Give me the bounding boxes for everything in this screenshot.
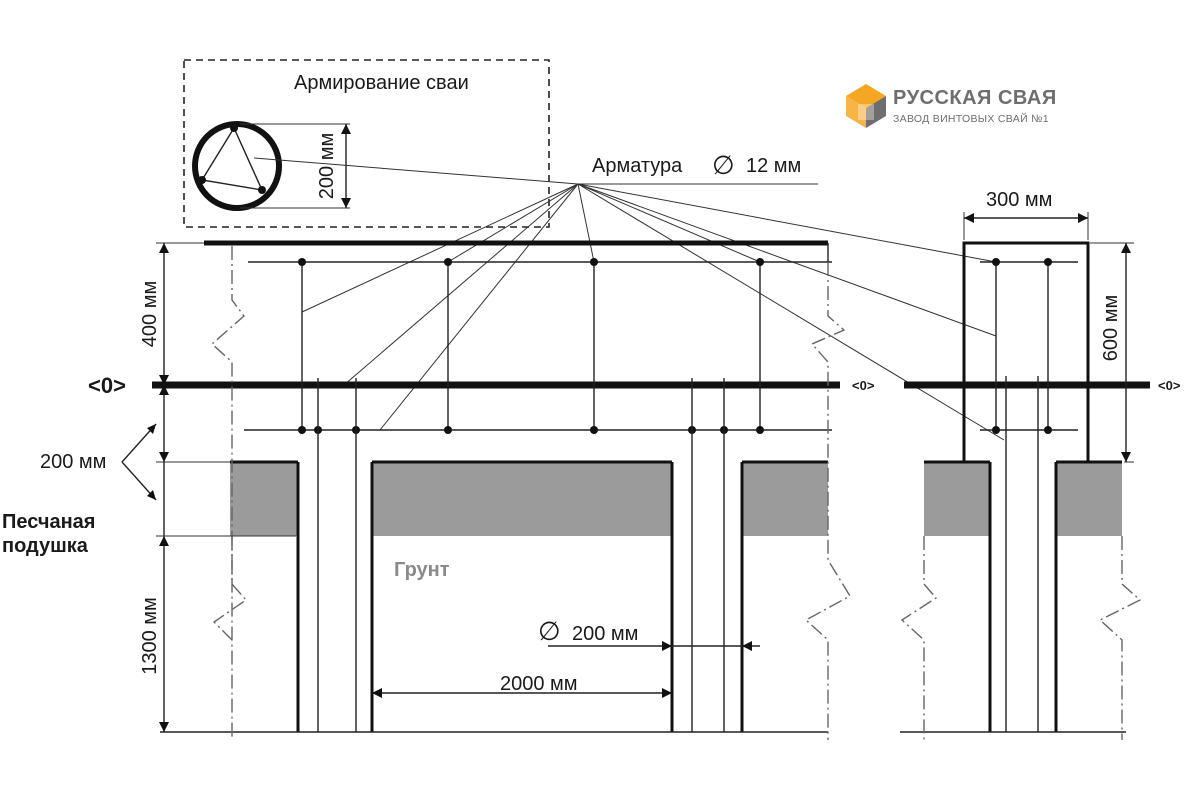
dim-span-2000: 2000 мм	[500, 673, 578, 695]
soil-label: Грунт	[394, 559, 450, 581]
inset-title: Армирование сваи	[294, 72, 469, 94]
cross-section: 300 мм 600 мм	[900, 189, 1150, 740]
pile-right	[372, 378, 828, 732]
zero-mark-middle: <0>	[852, 378, 875, 393]
zero-mark-right: <0>	[1158, 378, 1181, 393]
diameter-icon: ∅	[712, 150, 735, 180]
sand-cushion-line-2: подушка	[2, 535, 89, 557]
sand-layer	[742, 462, 828, 536]
sand-cushion-line-1: Песчаная	[2, 511, 95, 533]
brand-logo: РУССКАЯ СВАЯ ЗАВОД ВИНТОВЫХ СВАЙ №1	[846, 84, 1057, 128]
sand-layer	[1056, 462, 1122, 536]
break-line	[900, 536, 938, 740]
rebar-node	[198, 176, 206, 184]
inset-dim-label: 200 мм	[316, 133, 338, 199]
span-dimension: 2000 мм	[372, 673, 672, 698]
rebar-triangle	[200, 126, 264, 191]
sand-layer	[230, 462, 298, 536]
pile-section-ring	[192, 121, 282, 211]
rebar-callout: Арматура ∅ 12 мм	[253, 150, 1005, 441]
zero-mark-left: <0>	[88, 373, 126, 398]
brand-tagline: ЗАВОД ВИНТОВЫХ СВАЙ №1	[893, 112, 1049, 125]
pile-left	[230, 378, 374, 732]
dim-400: 400 мм	[139, 281, 161, 347]
pile-diameter-dimension: ∅ 200 мм	[538, 616, 760, 651]
break-line	[804, 262, 851, 740]
reinforcement-inset: Армирование сваи 200 мм	[183, 59, 550, 228]
dim-height-600: 600 мм	[1100, 295, 1122, 361]
leader-lines	[253, 157, 1005, 441]
grillage-outline	[962, 241, 1090, 462]
dim-1300: 1300 мм	[139, 597, 161, 675]
dim-pile-diameter: 200 мм	[572, 623, 638, 645]
dim-200: 200 мм	[40, 451, 106, 473]
rebar-size: 12 мм	[746, 155, 801, 177]
brand-name: РУССКАЯ СВАЯ	[893, 87, 1057, 109]
rebar-label: Арматура	[592, 155, 683, 177]
rebar-node	[230, 124, 238, 132]
inset-frame	[183, 59, 550, 228]
dim-width-300: 300 мм	[986, 189, 1052, 211]
sand-layer	[372, 462, 672, 536]
break-line	[212, 536, 248, 641]
diameter-icon: ∅	[538, 616, 561, 646]
sand-layer	[924, 462, 990, 536]
grillage-section	[152, 240, 851, 740]
rebar-node	[258, 186, 266, 194]
left-dimensions: 400 мм 1300 мм 200 мм Песчаная подушка	[2, 242, 296, 732]
brand-mark-icon	[846, 84, 886, 128]
break-line	[1098, 536, 1142, 740]
